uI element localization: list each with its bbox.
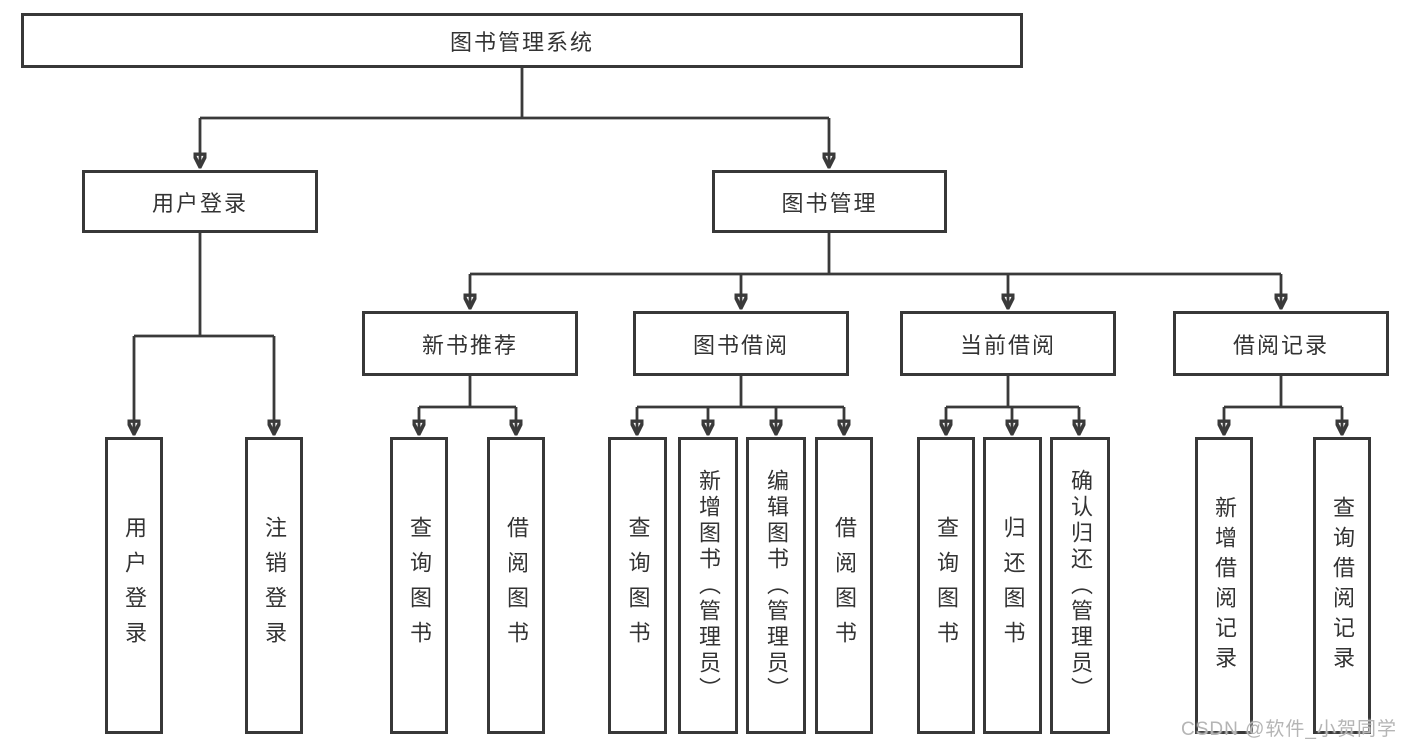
leaf-return-book: 归还图书 (983, 437, 1042, 734)
leaf-edit-book-admin: 编辑图书（管理员） (746, 437, 806, 734)
leaf-query-book-1: 查询图书 (390, 437, 448, 734)
connector-book-borrow-branch (637, 376, 844, 434)
node-book-borrow: 图书借阅 (633, 311, 849, 376)
leaf-query-borrow-record: 查询借阅记录 (1313, 437, 1371, 734)
leaf-logout: 注销登录 (245, 437, 303, 734)
leaf-query-book-3: 查询图书 (917, 437, 975, 734)
node-current-borrow: 当前借阅 (900, 311, 1116, 376)
leaf-add-borrow-record: 新增借阅记录 (1195, 437, 1253, 734)
connector-new-book-branch (419, 376, 516, 434)
connector-user-login-branch (134, 233, 274, 434)
connector-book-mgmt-branch (470, 233, 1281, 308)
node-new-book-recommend: 新书推荐 (362, 311, 578, 376)
connector-root-branch (200, 68, 829, 167)
node-user-login: 用户登录 (82, 170, 318, 233)
connector-borrow-record-branch (1224, 376, 1342, 434)
leaf-confirm-return-admin: 确认归还（管理员） (1050, 437, 1110, 734)
node-root-system: 图书管理系统 (21, 13, 1023, 68)
node-book-mgmt: 图书管理 (712, 170, 947, 233)
csdn-watermark: CSDN @软件_小贺同学 (1181, 719, 1397, 740)
leaf-add-book-admin: 新增图书（管理员） (678, 437, 738, 734)
leaf-query-book-2: 查询图书 (608, 437, 667, 734)
leaf-borrow-book-2: 借阅图书 (815, 437, 873, 734)
connector-current-borrow-branch (946, 376, 1079, 434)
leaf-user-login: 用户登录 (105, 437, 163, 734)
leaf-borrow-book-1: 借阅图书 (487, 437, 545, 734)
node-borrow-record: 借阅记录 (1173, 311, 1389, 376)
